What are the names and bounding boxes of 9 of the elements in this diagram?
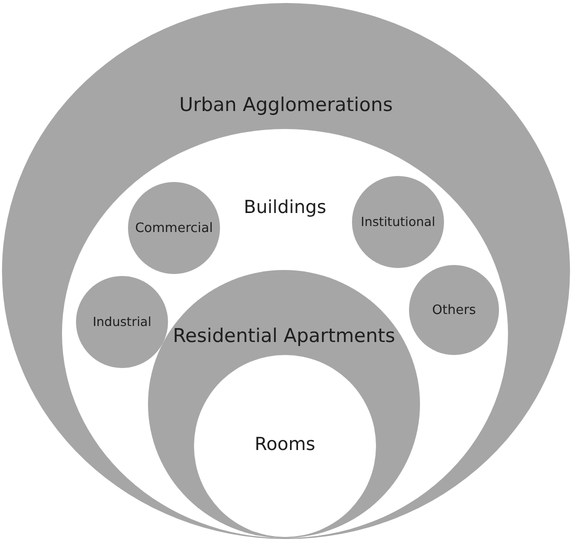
region-label: Urban Agglomerations (179, 96, 393, 114)
region-label: Institutional (360, 216, 436, 228)
circle-region (409, 265, 499, 355)
region-label: Commercial (135, 222, 213, 234)
region-label: Buildings (244, 199, 326, 217)
region-label: Residential Apartments (172, 326, 396, 346)
region-label: Others (432, 304, 476, 316)
region-label: Rooms (254, 436, 316, 454)
region-label: Industrial (92, 316, 152, 328)
